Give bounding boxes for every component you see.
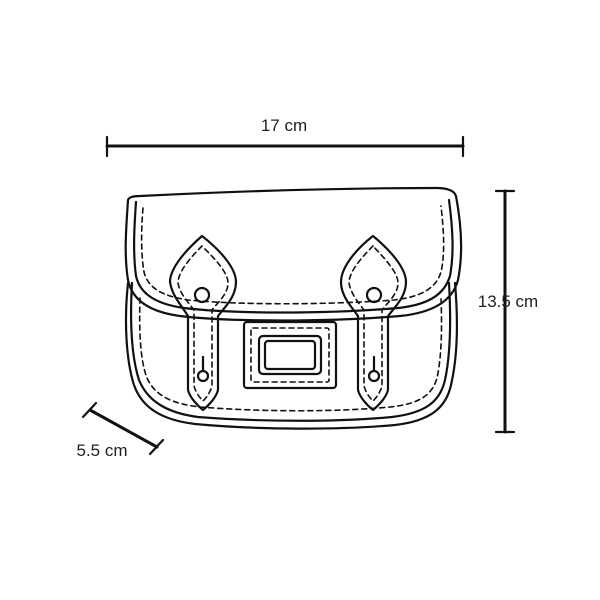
- height-label: 13.5 cm: [478, 292, 538, 311]
- height-dimension: 13.5 cm: [478, 189, 538, 434]
- depth-left-tick: [81, 401, 98, 419]
- right-strap-buckle-rivet: [367, 369, 381, 383]
- right-strap-outline: [339, 234, 408, 412]
- left-strap-outline: [168, 234, 238, 412]
- lock-buckle-inner: [263, 339, 317, 371]
- flap-stitching: [140, 205, 445, 305]
- width-label: 17 cm: [261, 116, 307, 135]
- left-strap: [168, 234, 238, 412]
- width-dimension: 17 cm: [105, 116, 465, 158]
- lock-buckle: [257, 334, 323, 376]
- depth-dimension: 5.5 cm: [76, 401, 165, 460]
- bag-body-inner-outline: [130, 281, 452, 422]
- flap-inner-edge: [133, 198, 454, 314]
- right-strap: [339, 234, 408, 412]
- right-strap-rivet: [365, 286, 383, 304]
- left-strap-buckle-rivet: [196, 369, 210, 383]
- flap-outline: [124, 186, 463, 322]
- depth-right-tick: [148, 438, 165, 456]
- depth-line: [88, 408, 159, 449]
- lock-plate-stitching: [250, 327, 330, 383]
- right-strap-stitching: [348, 245, 399, 403]
- left-strap-stitching: [177, 245, 229, 403]
- depth-label: 5.5 cm: [76, 441, 127, 460]
- lock-plate: [242, 320, 338, 390]
- bag-body-outline: [124, 281, 458, 430]
- satchel-illustration: [124, 186, 463, 430]
- bag-body-stitching: [138, 297, 443, 412]
- left-strap-rivet: [193, 286, 211, 304]
